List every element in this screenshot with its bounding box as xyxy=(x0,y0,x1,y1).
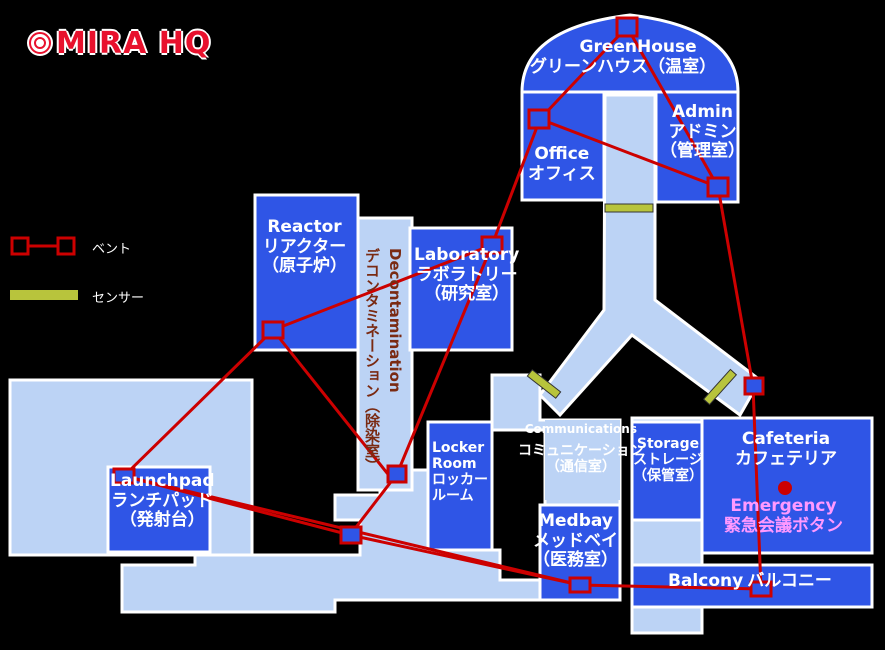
comms-area xyxy=(545,420,620,500)
communications-name-ja: コミュニケーション xyxy=(518,442,644,459)
vent-icon[interactable] xyxy=(749,580,773,598)
cafeteria-label: Cafeteria カフェテリア xyxy=(735,429,837,469)
medbay-name-ja2: （医務室） xyxy=(533,550,618,571)
laboratory-label: Laboratory ラボラトリー （研究室） xyxy=(414,245,520,305)
communications-name-ja2: （通信室） xyxy=(545,458,616,475)
decontamination-name-ja: デコンタミネーション（除染室） xyxy=(363,248,381,473)
vent-icon[interactable] xyxy=(706,176,730,198)
admin-label: Admin アドミン （管理室） xyxy=(660,102,745,162)
legend-sensor-label: センサー xyxy=(92,291,145,306)
legend-sensor-icon xyxy=(10,290,78,300)
sensor-marker xyxy=(702,368,738,406)
reactor-name-en: Reactor xyxy=(267,217,342,237)
vent-icon[interactable] xyxy=(112,467,136,485)
emergency-name-ja: 緊急会議ボタン xyxy=(724,516,843,537)
locker-name-en: Locker xyxy=(432,440,485,456)
emergency-button-icon[interactable] xyxy=(778,481,792,495)
communications-name-en: Communications xyxy=(524,422,637,436)
legend-vent-icon xyxy=(56,236,76,256)
laboratory-name-ja: ラボラトリー xyxy=(415,264,518,285)
greenhouse-room[interactable] xyxy=(520,13,740,94)
storage-name-en: Storage xyxy=(636,436,700,452)
launchpad-name-ja2: （発射台） xyxy=(119,510,205,531)
rooms xyxy=(106,13,874,609)
vent-icon[interactable] xyxy=(261,320,285,340)
vent-network xyxy=(122,25,763,591)
vent-icon[interactable] xyxy=(339,525,363,545)
reactor-name-ja: リアクター xyxy=(262,236,347,257)
sensor-marker xyxy=(604,203,654,213)
locker-name-en2: Room xyxy=(432,456,477,473)
balcony-label: Balcony バルコニー xyxy=(668,571,832,592)
admin-name-en: Admin xyxy=(672,102,733,122)
laboratory-name-ja2: （研究室） xyxy=(424,284,510,305)
logo: MIRA HQ xyxy=(52,26,211,61)
legend xyxy=(10,236,78,300)
locker-label: Locker Room ロッカー ルーム xyxy=(432,440,488,504)
admin-name-ja2: （管理室） xyxy=(660,141,745,162)
vent-icon[interactable] xyxy=(615,16,639,38)
storage-name-ja2: （保管室） xyxy=(633,468,703,485)
vent-icon[interactable] xyxy=(480,235,504,255)
admin-name-ja: アドミン xyxy=(668,121,737,142)
balcony-name-en: Balcony xyxy=(668,571,744,591)
emergency-label: Emergency 緊急会議ボタン xyxy=(724,496,843,537)
launchpad-name-ja: ランチパッド xyxy=(111,490,214,511)
communications-label: Communications コミュニケーション （通信室） xyxy=(518,422,644,475)
storage-name-ja: ストレージ xyxy=(633,452,703,469)
locker-name-ja: ロッカー xyxy=(432,472,488,489)
emergency-name-en: Emergency xyxy=(730,496,837,516)
launchpad-label: Launchpad ランチパッド （発射台） xyxy=(110,471,215,531)
laboratory-name-en: Laboratory xyxy=(414,245,520,265)
decontamination-hall xyxy=(356,216,414,492)
vent-icon[interactable] xyxy=(527,108,551,130)
vent-icon[interactable] xyxy=(568,576,592,594)
legend-vent-icon xyxy=(10,236,30,256)
cafeteria-name-en: Cafeteria xyxy=(741,429,831,449)
locker-room[interactable] xyxy=(426,420,494,552)
storage-label: Storage ストレージ （保管室） xyxy=(633,436,703,484)
vent-icon[interactable] xyxy=(386,464,408,484)
reactor-label: Reactor リアクター （原子炉） xyxy=(262,217,347,277)
sensors xyxy=(526,203,738,406)
greenhouse-name-en: GreenHouse xyxy=(579,37,697,57)
decontamination-name-en: Decontamination xyxy=(386,248,404,393)
office-label: Office オフィス xyxy=(528,144,596,184)
legend-vent-label: ベント xyxy=(92,242,132,257)
cafeteria-name-ja: カフェテリア xyxy=(735,448,837,469)
medbay-name-ja: メッドベイ xyxy=(533,530,618,551)
logo-icon xyxy=(27,30,53,56)
office-name-en: Office xyxy=(534,144,590,164)
reactor-name-ja2: （原子炉） xyxy=(262,256,347,277)
balcony-name-ja: バルコニー xyxy=(747,571,832,591)
office-name-ja: オフィス xyxy=(528,163,596,184)
medbay-label: Medbay メッドベイ （医務室） xyxy=(533,511,618,571)
logo-text: MIRA HQ xyxy=(56,26,212,61)
greenhouse-name-ja: グリーンハウス（温室） xyxy=(530,56,717,77)
sensor-marker xyxy=(526,369,562,399)
medbay-name-en: Medbay xyxy=(538,511,613,531)
locker-name-ja2: ルーム xyxy=(432,488,474,505)
vents xyxy=(112,16,773,598)
greenhouse-label: GreenHouse グリーンハウス（温室） xyxy=(530,37,716,77)
lower-hallway xyxy=(120,468,617,614)
vent-icon[interactable] xyxy=(743,376,765,396)
launchpad-name-en: Launchpad xyxy=(110,471,215,491)
